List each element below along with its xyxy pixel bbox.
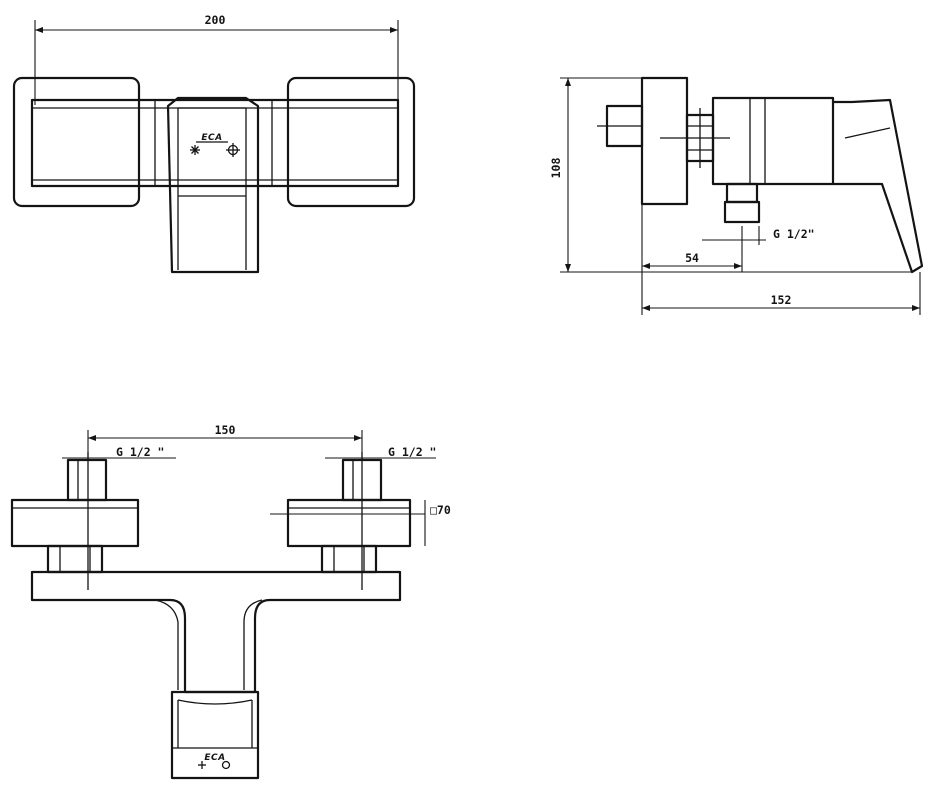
side-inner-depth-label: 54 [685,251,699,265]
top-section-label: □70 [430,503,451,517]
front-width-label: 200 [205,13,226,27]
top-spacing-label: 150 [215,423,236,437]
front-view: 200 ECA [12,13,416,274]
top-logo: ECA [204,753,225,763]
hot-indicator-icon [221,760,231,770]
side-height-label: 108 [549,158,563,179]
hot-indicator-icon [226,143,240,157]
cold-indicator-icon [190,145,200,155]
side-view: 108 G 1/2" 54 152 [549,76,924,315]
front-logo: ECA [201,133,222,143]
top-right-thread-label: G 1/2 " [388,445,436,459]
side-outlet-label: G 1/2" [773,227,815,241]
top-view: 150 G 1/2 " G 1/2 " □70 [10,423,451,780]
side-total-depth-label: 152 [771,293,792,307]
top-left-thread-label: G 1/2 " [116,445,164,459]
cold-indicator-icon [198,761,206,769]
